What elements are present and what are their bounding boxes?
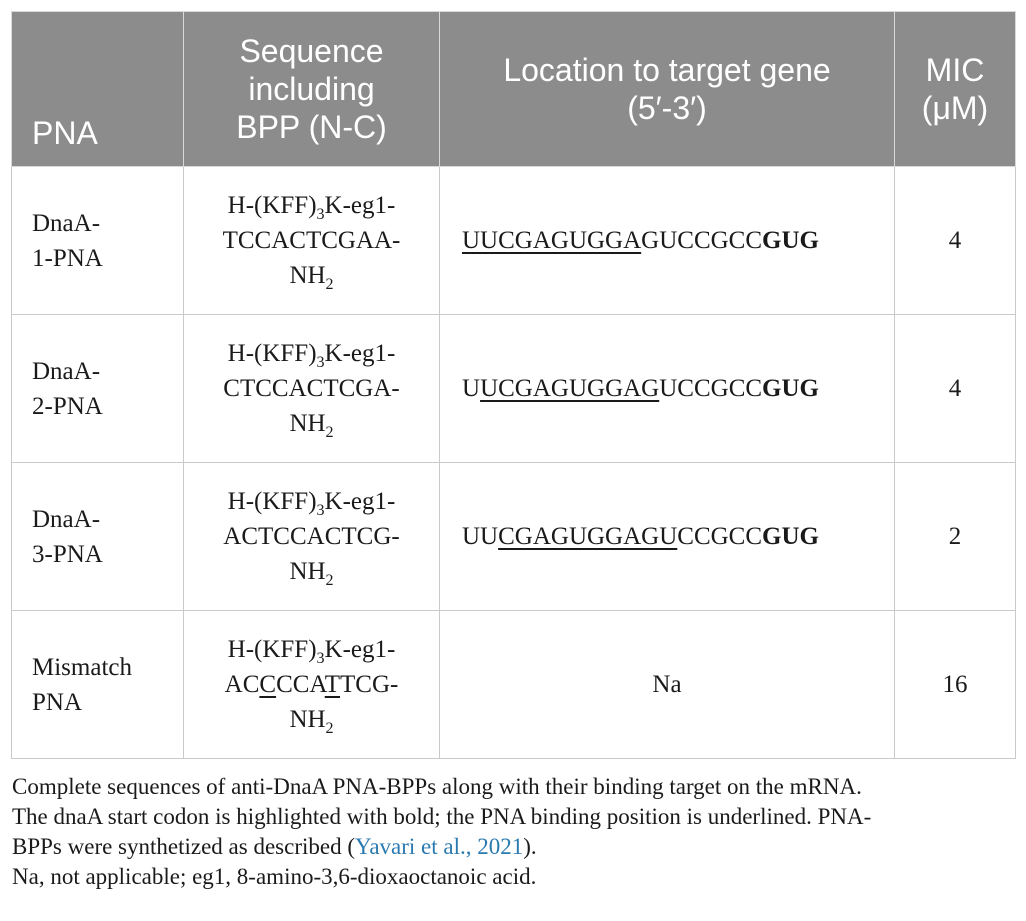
pna-name-line: 3-PNA [32,540,103,568]
pna-name-cell: DnaA- 1-PNA [11,166,184,315]
table-row: DnaA- 2-PNA H-(KFF)3K-eg1- CTCCACTCGA- N… [11,314,1016,463]
seq-suffix: K-eg1- [324,192,396,219]
header-sequence-line: Sequence [239,33,384,69]
seq-body-part: CCA [276,671,325,698]
header-location: Location to target gene (5′-3′) [439,11,895,167]
loc-plain: UCCGCC [659,375,763,402]
pna-name-line: DnaA- [32,209,101,237]
header-sequence: Sequence including BPP (N-C) [183,11,440,167]
mic-cell: 4 [894,166,1016,315]
header-mic-line: MIC [925,52,985,88]
seq-terminal: NH [289,706,326,733]
footnote-line: Complete sequences of anti-DnaA PNA-BPPs… [12,774,862,799]
header-location-line: (5′-3′) [627,90,707,126]
mic-cell: 16 [894,610,1016,759]
citation-link[interactable]: Yavari et al., 2021 [355,834,524,859]
footnote-line: Na, not applicable; eg1, 8-amino-3,6-dio… [12,864,537,889]
seq-body: TCCACTCGAA- [222,227,401,254]
loc-plain: CCGCC [677,523,763,550]
header-location-line: Location to target gene [503,52,831,88]
footnote-line: BPPs were synthetized as described (Yava… [12,832,1016,862]
seq-subscript: 3 [316,502,325,519]
location-cell: Na [439,610,895,759]
seq-terminal: NH [289,558,326,585]
loc-start-codon: GUG [762,227,819,254]
loc-start-codon: GUG [762,523,819,550]
seq-prefix: H-(KFF) [227,340,317,367]
seq-prefix: H-(KFF) [227,192,317,219]
footnote-line: The dnaA start codon is highlighted with… [12,804,872,829]
seq-suffix: K-eg1- [324,340,396,367]
seq-terminal-subscript: 2 [325,720,334,737]
pna-name-cell: DnaA- 2-PNA [11,314,184,463]
footnote-text: BPPs were synthetized as described ( [12,834,356,859]
loc-underlined: UCGAGUGGAG [480,375,660,402]
sequence-cell: H-(KFF)3K-eg1- ACCCCATTCG- NH2 [183,610,440,759]
seq-body-part: TCG- [340,671,399,698]
header-pna: PNA [11,11,184,167]
seq-mismatch-base: C [259,671,277,698]
seq-subscript: 3 [316,354,325,371]
seq-subscript: 3 [316,650,325,667]
pna-table: PNA Sequence including BPP (N-C) Locatio… [11,11,1016,759]
seq-terminal-subscript: 2 [325,424,334,441]
pna-name-line: PNA [32,688,83,716]
seq-terminal: NH [289,410,326,437]
location-cell: UUCGAGUGGAGUCCGCCGUG [439,166,895,315]
seq-suffix: K-eg1- [324,636,396,663]
loc-plain-start: UU [462,523,499,550]
seq-terminal-subscript: 2 [325,276,334,293]
seq-prefix: H-(KFF) [227,488,317,515]
location-cell: UUCGAGUGGAGUCCGCCGUG [439,314,895,463]
header-row: PNA Sequence including BPP (N-C) Locatio… [11,11,1016,167]
header-mic-line: (μM) [921,90,989,126]
loc-plain-start: U [462,375,481,402]
loc-underlined: UUCGAGUGGA [462,227,642,254]
seq-terminal: NH [289,262,326,289]
pna-name-line: DnaA- [32,357,101,385]
seq-body: ACTCCACTCG- [223,523,400,550]
pna-name-line: Mismatch [32,653,132,681]
table-row: Mismatch PNA H-(KFF)3K-eg1- ACCCCATTCG- … [11,610,1016,759]
seq-subscript: 3 [316,206,325,223]
seq-body-part: AC [224,671,260,698]
header-sequence-line: BPP (N-C) [236,109,387,145]
mic-cell: 4 [894,314,1016,463]
header-mic: MIC (μM) [894,11,1016,167]
sequence-cell: H-(KFF)3K-eg1- TCCACTCGAA- NH2 [183,166,440,315]
mic-cell: 2 [894,462,1016,611]
seq-prefix: H-(KFF) [227,636,317,663]
seq-mismatch-base: T [324,671,340,698]
loc-underlined: CGAGUGGAGU [498,523,678,550]
table-container: PNA Sequence including BPP (N-C) Locatio… [11,11,1016,759]
location-cell: UUCGAGUGGAGUCCGCCGUG [439,462,895,611]
footnote-text: ). [523,834,537,859]
pna-name-line: 2-PNA [32,392,103,420]
table-row: DnaA- 3-PNA H-(KFF)3K-eg1- ACTCCACTCG- N… [11,462,1016,611]
pna-name-line: 1-PNA [32,244,103,272]
seq-body: CTCCACTCGA- [223,375,400,402]
seq-terminal-subscript: 2 [325,572,334,589]
header-sequence-line: including [248,71,375,107]
pna-name-cell: Mismatch PNA [11,610,184,759]
pna-name-line: DnaA- [32,505,101,533]
pna-name-cell: DnaA- 3-PNA [11,462,184,611]
sequence-cell: H-(KFF)3K-eg1- ACTCCACTCG- NH2 [183,462,440,611]
sequence-cell: H-(KFF)3K-eg1- CTCCACTCGA- NH2 [183,314,440,463]
loc-plain: GUCCGCC [641,227,763,254]
seq-suffix: K-eg1- [324,488,396,515]
table-footnote: Complete sequences of anti-DnaA PNA-BPPs… [12,772,1016,892]
table-row: DnaA- 1-PNA H-(KFF)3K-eg1- TCCACTCGAA- N… [11,166,1016,315]
loc-start-codon: GUG [762,375,819,402]
